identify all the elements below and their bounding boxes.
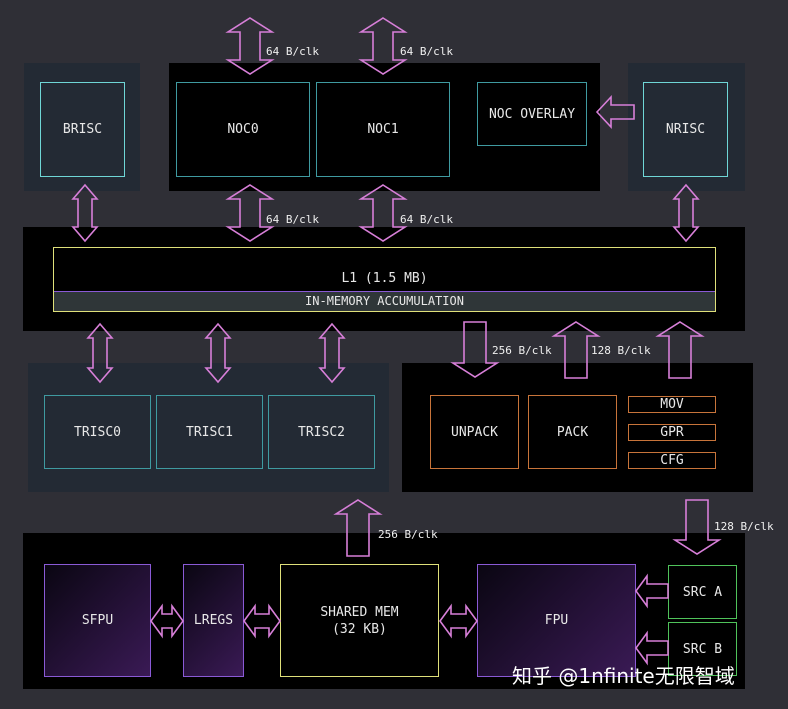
- arrow-noc1-top: [358, 17, 408, 75]
- arrow-pack-l1: [551, 321, 601, 379]
- pack-block: PACK: [528, 395, 617, 469]
- arrow-trisc2-l1: [318, 322, 346, 384]
- l1-label: L1 (1.5 MB): [341, 271, 428, 286]
- bw-shared-mem-out: 256 B/clk: [378, 528, 438, 541]
- arrow-noc0-bottom: [225, 184, 275, 242]
- nrisc-block: NRISC: [643, 82, 728, 177]
- arrow-srca-fpu: [635, 573, 669, 609]
- unpack-block: UNPACK: [430, 395, 519, 469]
- arrow-lregs-shared: [243, 603, 281, 639]
- watermark-text: 知乎 @1nfinite无限智域: [512, 664, 735, 688]
- noc-overlay-block: NOC OVERLAY: [477, 82, 587, 146]
- arrow-shared-mem-up: [333, 499, 383, 557]
- l1-block: L1 (1.5 MB) IN-MEMORY ACCUMULATION: [53, 247, 716, 312]
- arrow-nrisc-overlay: [595, 94, 635, 130]
- arrow-regs-l1: [655, 321, 705, 379]
- arrow-trisc1-l1: [204, 322, 232, 384]
- brisc-panel: [24, 63, 140, 191]
- arrow-brisc-l1: [71, 183, 99, 243]
- trisc0-block: TRISC0: [44, 395, 151, 469]
- cfg-register: CFG: [628, 452, 716, 469]
- arrow-to-src: [672, 499, 722, 555]
- in-memory-accumulation-bar: IN-MEMORY ACCUMULATION: [54, 291, 715, 311]
- l1-panel: [23, 227, 745, 331]
- bw-pack-out: 128 B/clk: [591, 344, 651, 357]
- bw-src-in: 128 B/clk: [714, 520, 774, 533]
- brisc-block: BRISC: [40, 82, 125, 177]
- arrow-noc0-top: [225, 17, 275, 75]
- arrow-srcb-fpu: [635, 630, 669, 666]
- bw-noc1-top: 64 B/clk: [400, 45, 453, 58]
- mov-register: MOV: [628, 396, 716, 413]
- bw-noc0-top: 64 B/clk: [266, 45, 319, 58]
- pack-unpack-panel: [402, 363, 753, 492]
- arrow-nrisc-l1: [672, 183, 700, 243]
- trisc1-block: TRISC1: [156, 395, 263, 469]
- arrow-noc1-bottom: [358, 184, 408, 242]
- bw-noc0-bottom: 64 B/clk: [266, 213, 319, 226]
- arrow-l1-unpack: [450, 321, 500, 378]
- nrisc-panel: [628, 63, 745, 191]
- arrow-trisc0-l1: [86, 322, 114, 384]
- bw-unpack-in: 256 B/clk: [492, 344, 552, 357]
- trisc-panel: [28, 363, 389, 492]
- noc1-block: NOC1: [316, 82, 450, 177]
- trisc2-block: TRISC2: [268, 395, 375, 469]
- noc-panel: [169, 63, 600, 191]
- arrow-shared-fpu: [439, 603, 478, 639]
- arrow-sfpu-lregs: [150, 603, 184, 639]
- noc0-block: NOC0: [176, 82, 310, 177]
- fpu-block: FPU: [477, 564, 636, 677]
- gpr-register: GPR: [628, 424, 716, 441]
- bw-noc1-bottom: 64 B/clk: [400, 213, 453, 226]
